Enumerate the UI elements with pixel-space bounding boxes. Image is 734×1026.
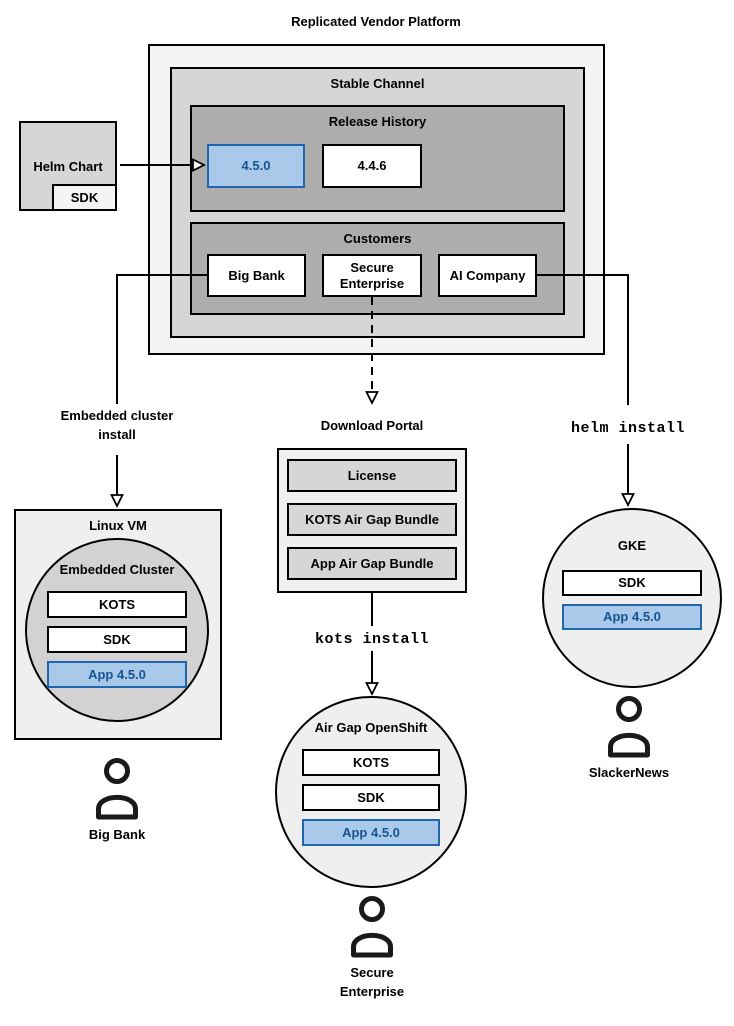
gke-circle: GKE SDK App 4.5.0	[542, 508, 722, 688]
stable-channel-box: Stable Channel Release History 4.5.0 4.4…	[170, 67, 585, 338]
diagram-title: Replicated Vendor Platform	[291, 14, 461, 29]
helm-chart-label: Helm Chart	[33, 159, 103, 174]
release-4-4-6: 4.4.6	[322, 144, 422, 188]
download-portal-box: License KOTS Air Gap Bundle App Air Gap …	[277, 448, 467, 593]
customer-ai-company: AI Company	[438, 254, 537, 297]
person-icon	[351, 896, 393, 958]
customer-secure-enterprise: Secure Enterprise	[322, 254, 422, 297]
helm-chart-sdk-label: SDK	[70, 189, 99, 205]
customer-secure-enterprise-label: Secure Enterprise	[339, 259, 405, 291]
embedded-cluster-app-label: App 4.5.0	[88, 666, 146, 682]
portal-license-label: License	[347, 467, 397, 483]
gke-app-box: App 4.5.0	[562, 604, 702, 630]
openshift-kots-label: KOTS	[352, 754, 390, 770]
linux-vm-box: Linux VM Embedded Cluster KOTS SDK App 4…	[14, 509, 222, 740]
airgap-openshift-label: Air Gap OpenShift	[314, 720, 428, 735]
person-icon	[608, 696, 650, 758]
customer-big-bank: Big Bank	[207, 254, 306, 297]
embedded-cluster-kots-box: KOTS	[47, 591, 187, 618]
embedded-cluster-kots-label: KOTS	[98, 596, 136, 612]
gke-app-label: App 4.5.0	[603, 609, 661, 625]
helm-install-label: helm install	[570, 420, 686, 437]
user-secure-enterprise-label: Secure Enterprise	[339, 965, 405, 999]
embedded-cluster-sdk-label: SDK	[103, 631, 131, 647]
openshift-app-box: App 4.5.0	[302, 819, 440, 846]
download-portal-label: Download Portal	[320, 418, 424, 433]
stable-channel-label: Stable Channel	[330, 76, 425, 91]
user-slackernews-label: SlackerNews	[588, 765, 670, 780]
user-big-bank: Big Bank	[47, 756, 187, 845]
openshift-sdk-label: SDK	[357, 789, 385, 805]
kots-install-label: kots install	[314, 631, 430, 648]
gke-sdk-box: SDK	[562, 570, 702, 596]
portal-kots-airgap-bundle-label: KOTS Air Gap Bundle	[305, 511, 439, 527]
embedded-cluster-sdk-box: SDK	[47, 626, 187, 653]
openshift-sdk-box: SDK	[302, 784, 440, 811]
customer-big-bank-label: Big Bank	[228, 267, 285, 283]
linux-vm-label: Linux VM	[89, 518, 147, 533]
helm-chart-sdk-box: SDK	[52, 184, 117, 211]
customers-box: Customers Big Bank Secure Enterprise AI …	[190, 222, 565, 315]
release-history-label: Release History	[328, 114, 427, 129]
portal-license-box: License	[287, 459, 457, 492]
embedded-cluster-install-label: Embedded cluster install	[60, 408, 174, 442]
gke-label: GKE	[617, 538, 647, 553]
embedded-cluster-app-box: App 4.5.0	[47, 661, 187, 688]
user-slackernews: SlackerNews	[559, 694, 699, 783]
user-big-bank-label: Big Bank	[88, 827, 146, 842]
portal-app-airgap-bundle-box: App Air Gap Bundle	[287, 547, 457, 580]
release-4-5-0: 4.5.0	[207, 144, 305, 188]
user-secure-enterprise: Secure Enterprise	[302, 894, 442, 1002]
embedded-cluster-label: Embedded Cluster	[59, 562, 175, 577]
release-4-4-6-label: 4.4.6	[357, 158, 387, 174]
gke-sdk-label: SDK	[618, 575, 646, 591]
customers-label: Customers	[343, 231, 412, 246]
release-history-box: Release History 4.5.0 4.4.6	[190, 105, 565, 212]
customer-ai-company-label: AI Company	[449, 267, 526, 283]
replicated-vendor-platform-box: Stable Channel Release History 4.5.0 4.4…	[148, 44, 605, 355]
openshift-app-label: App 4.5.0	[342, 824, 400, 840]
person-icon	[96, 758, 138, 820]
embedded-cluster-circle: Embedded Cluster KOTS SDK App 4.5.0	[25, 538, 209, 722]
openshift-kots-box: KOTS	[302, 749, 440, 776]
airgap-openshift-circle: Air Gap OpenShift KOTS SDK App 4.5.0	[275, 696, 467, 888]
portal-kots-airgap-bundle-box: KOTS Air Gap Bundle	[287, 503, 457, 536]
helm-chart-box: Helm Chart SDK	[19, 121, 117, 211]
portal-app-airgap-bundle-label: App Air Gap Bundle	[310, 555, 434, 571]
release-4-5-0-label: 4.5.0	[241, 158, 271, 174]
